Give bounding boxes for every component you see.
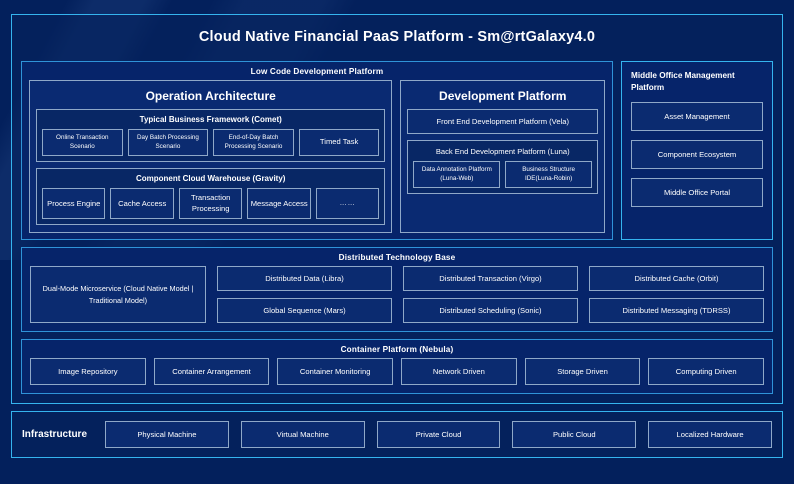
chip-dual-mode-microservice[interactable]: Dual-Mode Microservice (Cloud Native Mod… [30,266,206,324]
chip-timed-task[interactable]: Timed Task [298,129,380,157]
dtb-column-2: Distributed Transaction (Virgo) Distribu… [403,266,578,324]
chip-middle-office-portal[interactable]: Middle Office Portal [631,177,763,207]
distributed-technology-base-header: Distributed Technology Base [338,253,456,263]
chip-distributed-transaction[interactable]: Distributed Transaction (Virgo) [403,266,578,292]
distributed-technology-base-panel: Distributed Technology Base Dual-Mode Mi… [21,247,773,333]
chip-day-batch-processing-scenario[interactable]: Day Batch Processing Scenario [127,129,209,157]
back-end-development-platform-items: Data Annotation Platform (Luna-Web) Busi… [413,161,593,189]
dtb-column-1: Distributed Data (Libra) Global Sequence… [217,266,392,324]
chip-storage-driven[interactable]: Storage Driven [524,358,641,386]
middle-office-items: Asset Management Component Ecosystem Mid… [631,101,763,231]
chip-business-structure-ide[interactable]: Business Structure IDE(Luna-Robin) [505,161,593,189]
chip-distributed-scheduling[interactable]: Distributed Scheduling (Sonic) [403,298,578,324]
chip-component-ecosystem[interactable]: Component Ecosystem [631,139,763,169]
chip-transaction-processing[interactable]: Transaction Processing [178,188,243,220]
chip-localized-hardware[interactable]: Localized Hardware [648,421,772,449]
typical-business-framework-group: Typical Business Framework (Comet) Onlin… [36,109,386,163]
chip-public-cloud[interactable]: Public Cloud [512,421,637,449]
chip-cache-access[interactable]: Cache Access [110,188,174,220]
main-platform-frame: Cloud Native Financial PaaS Platform - S… [11,14,783,405]
dtb-column-3: Distributed Cache (Orbit) Distributed Me… [589,266,764,324]
middle-office-management-platform-panel: Middle Office Management Platform Asset … [621,61,773,241]
chip-container-arrangement[interactable]: Container Arrangement [153,358,270,386]
component-cloud-warehouse-title: Component Cloud Warehouse (Gravity) [135,174,286,184]
operation-architecture-title: Operation Architecture [145,89,276,103]
upper-row: Low Code Development Platform Operation … [21,61,773,241]
chip-asset-management[interactable]: Asset Management [631,101,763,131]
page-title: Cloud Native Financial PaaS Platform - S… [198,29,596,45]
distributed-technology-base-body: Dual-Mode Microservice (Cloud Native Mod… [22,266,772,331]
low-code-development-platform-panel: Low Code Development Platform Operation … [21,61,613,241]
chip-network-driven[interactable]: Network Driven [401,358,517,386]
chip-distributed-messaging[interactable]: Distributed Messaging (TDRSS) [589,298,764,324]
component-cloud-warehouse-items: Process Engine Cache Access Transaction … [42,188,380,220]
front-end-development-platform[interactable]: Front End Development Platform (Vela) [407,109,598,134]
development-platform-subpanel: Development Platform Front End Developme… [400,80,605,234]
chip-end-of-day-batch-processing-scenario[interactable]: End-of-Day Batch Processing Scenario [213,129,294,157]
chip-data-annotation-platform[interactable]: Data Annotation Platform (Luna-Web) [413,161,501,189]
chip-container-monitoring[interactable]: Container Monitoring [277,358,394,386]
container-platform-header: Container Platform (Nebula) [340,345,454,355]
infrastructure-label: Infrastructure [22,429,88,441]
chip-computing-driven[interactable]: Computing Driven [648,358,765,386]
operation-architecture-subpanel: Operation Architecture Typical Business … [29,80,393,234]
low-code-platform-body: Operation Architecture Typical Business … [22,80,612,234]
middle-office-title: Middle Office Management Platform [631,71,735,92]
chip-physical-machine[interactable]: Physical Machine [105,421,229,449]
chip-more-ellipsis[interactable]: …… [315,188,380,220]
container-platform-body: Image Repository Container Arrangement C… [22,358,772,393]
typical-business-framework-title: Typical Business Framework (Comet) [139,115,282,124]
chip-distributed-data[interactable]: Distributed Data (Libra) [217,266,392,292]
development-platform-title: Development Platform [439,89,567,103]
infrastructure-panel: Infrastructure Physical Machine Virtual … [11,411,783,459]
chip-process-engine[interactable]: Process Engine [42,188,106,220]
chip-distributed-cache[interactable]: Distributed Cache (Orbit) [589,266,764,292]
low-code-platform-header: Low Code Development Platform [250,67,384,76]
development-platform-stack: Front End Development Platform (Vela) Ba… [407,109,598,195]
back-end-development-platform-title: Back End Development Platform (Luna) [435,147,570,156]
chip-online-transaction-scenario[interactable]: Online Transaction Scenario [42,129,123,157]
component-cloud-warehouse-group: Component Cloud Warehouse (Gravity) Proc… [36,168,386,226]
chip-private-cloud[interactable]: Private Cloud [376,421,501,449]
infrastructure-items: Physical Machine Virtual Machine Private… [105,421,772,449]
back-end-development-platform-group: Back End Development Platform (Luna) Dat… [407,140,598,195]
container-platform-panel: Container Platform (Nebula) Image Reposi… [21,339,773,395]
chip-virtual-machine[interactable]: Virtual Machine [240,421,365,449]
chip-message-access[interactable]: Message Access [247,188,311,220]
typical-business-framework-items: Online Transaction Scenario Day Batch Pr… [42,129,380,157]
chip-image-repository[interactable]: Image Repository [30,358,146,386]
chip-global-sequence[interactable]: Global Sequence (Mars) [217,298,392,324]
